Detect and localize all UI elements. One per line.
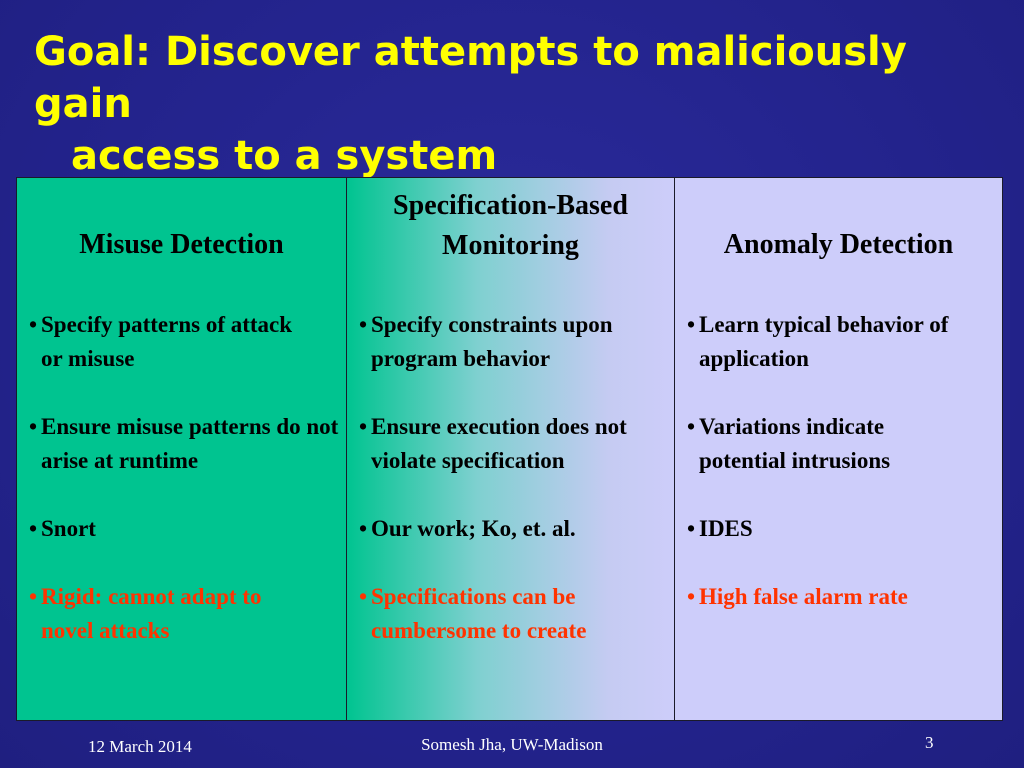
bullet-text: Specifications can be cumbersome to crea… (371, 584, 587, 643)
footer-page-number: 3 (925, 733, 934, 752)
bullet-item-warning: • Specifications can be cumbersome to cr… (359, 580, 670, 648)
footer-date: 12 March 2014 (88, 737, 192, 756)
bullet-list: • Specify constraints upon program behav… (359, 308, 670, 682)
column-specification-based-monitoring: Specification-Based Monitoring • Specify… (347, 178, 675, 720)
bullet-dot: • (359, 312, 368, 337)
bullet-dot: • (687, 516, 696, 541)
bullet-dot: • (687, 414, 696, 439)
column-misuse-detection: Misuse Detection • Specify patterns of a… (17, 178, 347, 720)
bullet-dot: • (359, 414, 368, 439)
bullet-text: Ensure execution does not violate specif… (371, 414, 627, 473)
bullet-item: • Specify constraints upon program behav… (359, 308, 670, 376)
bullet-list: • Learn typical behavior of application … (687, 308, 998, 648)
comparison-table: Misuse Detection • Specify patterns of a… (16, 177, 1003, 721)
bullet-list: • Specify patterns of attack or misuse •… (29, 308, 342, 682)
bullet-dot: • (29, 516, 38, 541)
bullet-dot: • (359, 516, 368, 541)
bullet-text: High false alarm rate (699, 584, 908, 609)
column-header-line1: Specification-Based (393, 190, 628, 221)
bullet-item-warning: • Rigid: cannot adapt to novel attacks (29, 580, 342, 648)
bullet-item: • Snort (29, 512, 342, 546)
bullet-dot: • (29, 584, 38, 609)
bullet-text: Snort (41, 516, 96, 541)
column-header: Misuse Detection (79, 229, 284, 260)
bullet-text: Ensure misuse patterns do not arise at r… (41, 414, 339, 473)
slide-title-line2: access to a system (71, 133, 498, 179)
slide-title: Goal: Discover attempts to maliciously g… (34, 26, 994, 182)
bullet-item: • Ensure misuse patterns do not arise at… (29, 410, 342, 478)
bullet-item: • Learn typical behavior of application (687, 308, 998, 376)
bullet-dot: • (29, 414, 38, 439)
bullet-item: • Specify patterns of attack or misuse (29, 308, 342, 376)
bullet-text: Specify patterns of attack or misuse (41, 312, 293, 371)
column-header: Anomaly Detection (723, 229, 954, 260)
column-header-line2: Monitoring (442, 230, 579, 261)
bullet-item: • IDES (687, 512, 998, 546)
bullet-text: Rigid: cannot adapt to novel attacks (41, 584, 262, 643)
bullet-text: Learn typical behavior of application (699, 312, 949, 371)
bullet-text: IDES (699, 516, 753, 541)
bullet-item: • Variations indicate potential intrusio… (687, 410, 998, 478)
bullet-text: Variations indicate potential intrusions (699, 414, 891, 473)
bullet-dot: • (29, 312, 38, 337)
bullet-text: Specify constraints upon program behavio… (371, 312, 613, 371)
bullet-dot: • (687, 584, 696, 609)
bullet-item: • Our work; Ko, et. al. (359, 512, 670, 546)
bullet-dot: • (359, 584, 368, 609)
footer-author: Somesh Jha, UW-Madison (421, 735, 603, 754)
column-anomaly-detection: Anomaly Detection • Learn typical behavi… (675, 178, 1002, 720)
bullet-item-warning: • High false alarm rate (687, 580, 998, 614)
column-header: Specification-Based Monitoring (347, 186, 674, 266)
bullet-item: • Ensure execution does not violate spec… (359, 410, 670, 478)
bullet-dot: • (687, 312, 696, 337)
slide-title-line1: Goal: Discover attempts to maliciously g… (34, 29, 907, 127)
bullet-text: Our work; Ko, et. al. (371, 516, 576, 541)
